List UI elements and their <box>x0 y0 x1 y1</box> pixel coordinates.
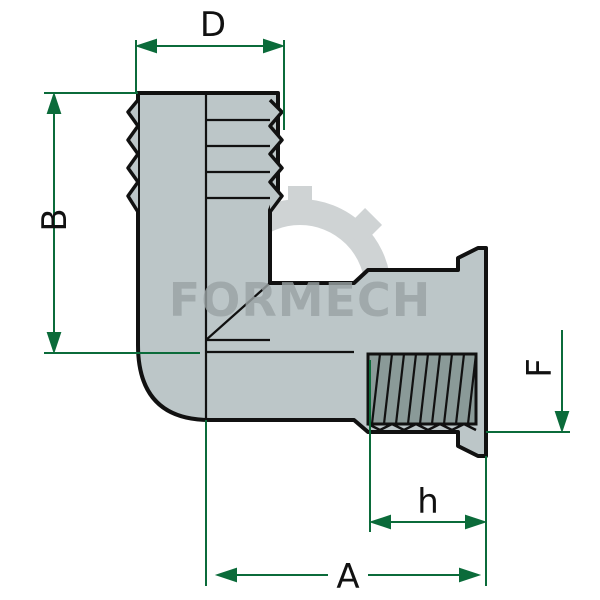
dimension-b <box>44 91 200 355</box>
fitting-body <box>126 91 488 458</box>
label-b: B <box>35 208 75 231</box>
label-h: h <box>417 482 439 522</box>
right-barb-teeth <box>268 98 284 214</box>
bore-lines <box>204 93 354 420</box>
label-a: A <box>336 557 359 597</box>
watermark-text: FORMECH <box>169 273 431 327</box>
dimension-f <box>486 330 570 434</box>
label-f: F <box>520 358 560 378</box>
left-barb-teeth <box>126 98 140 213</box>
threaded-section <box>366 352 478 432</box>
dimension-d <box>134 38 286 130</box>
dimension-h <box>368 360 488 586</box>
label-d: D <box>200 5 226 45</box>
label-a-background <box>328 556 368 592</box>
